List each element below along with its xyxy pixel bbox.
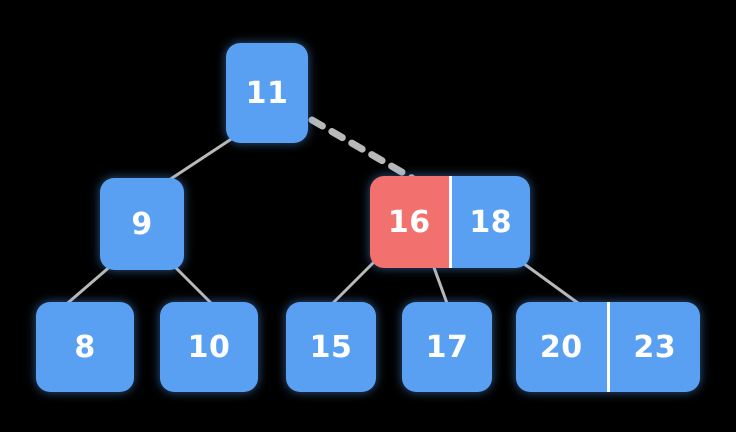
- btree-node-root[interactable]: 11: [226, 43, 308, 143]
- btree-node-leaf-10[interactable]: 10: [160, 302, 258, 392]
- btree-node-leaf-8[interactable]: 8: [36, 302, 134, 392]
- btree-key-18[interactable]: 18: [451, 176, 530, 268]
- btree-key-15[interactable]: 15: [286, 302, 376, 392]
- btree-node-leaf-15[interactable]: 15: [286, 302, 376, 392]
- btree-key-10[interactable]: 10: [160, 302, 258, 392]
- btree-key-9[interactable]: 9: [100, 178, 184, 270]
- btree-key-17[interactable]: 17: [402, 302, 492, 392]
- edge-root-to-right: [308, 116, 416, 182]
- edge-right-to-15: [328, 256, 380, 308]
- key-divider: [448, 176, 452, 268]
- edge-right-to-20: [514, 256, 584, 308]
- edge-right-to-17: [430, 260, 450, 308]
- btree-key-11[interactable]: 11: [226, 43, 308, 143]
- btree-key-20[interactable]: 20: [516, 302, 607, 392]
- btree-key-8[interactable]: 8: [36, 302, 134, 392]
- btree-node-internal-left[interactable]: 9: [100, 178, 184, 270]
- btree-key-16[interactable]: 16: [370, 176, 449, 268]
- btree-key-23[interactable]: 23: [609, 302, 700, 392]
- key-divider: [606, 302, 610, 392]
- btree-node-leaf-17[interactable]: 17: [402, 302, 492, 392]
